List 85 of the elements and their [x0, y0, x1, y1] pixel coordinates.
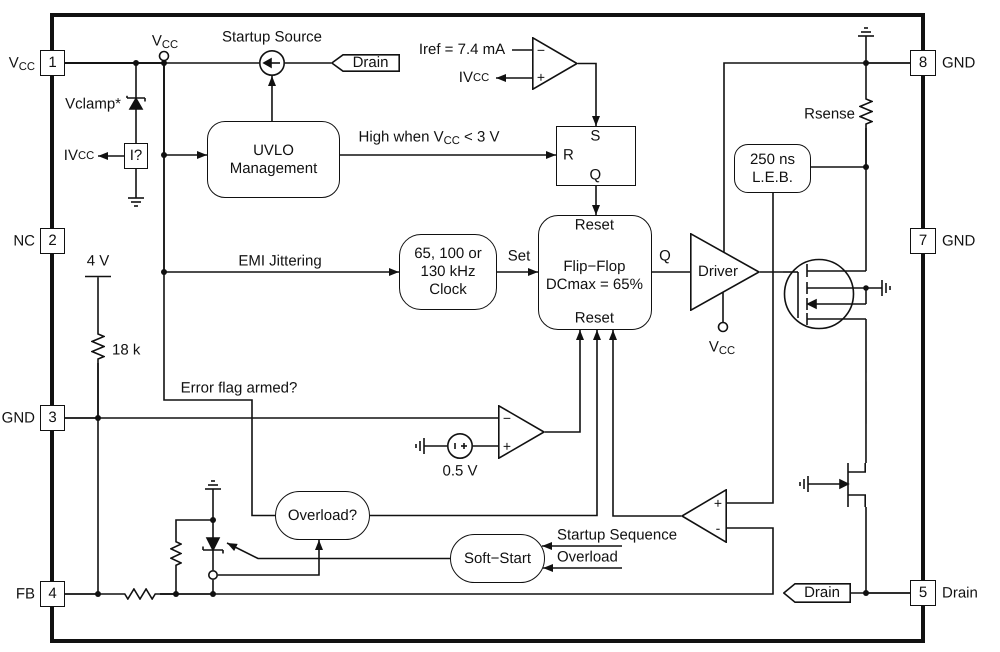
pin-box: 7	[910, 228, 936, 254]
wire	[65, 417, 498, 419]
arrow	[497, 268, 538, 276]
wire	[212, 556, 214, 570]
input-sign: −	[536, 42, 546, 58]
wire	[97, 277, 99, 330]
component-label: 18 k	[112, 341, 140, 359]
arrow	[545, 330, 584, 433]
arrow	[543, 564, 622, 572]
port-label: S	[590, 128, 600, 146]
sense-block: I?	[124, 143, 148, 169]
component-label: Vclamp*	[65, 95, 121, 113]
wire-label: Error flag armed?	[178, 379, 300, 397]
pin-box: 1	[40, 50, 65, 76]
arrow	[609, 330, 681, 517]
component-label: 0.5 V	[442, 462, 478, 480]
wire	[865, 330, 867, 463]
arrow	[370, 330, 601, 516]
function-block: Overload?	[275, 491, 370, 540]
wire-label: Startup Sequence	[555, 526, 680, 544]
wire	[160, 527, 774, 595]
arrow	[268, 76, 276, 121]
wire	[285, 62, 331, 64]
comparator-symbol	[498, 405, 545, 459]
comparator-symbol	[681, 489, 727, 543]
wire	[175, 519, 214, 538]
port-label: Reset	[574, 310, 614, 328]
arrow	[496, 74, 532, 82]
port-label: R	[562, 146, 574, 164]
function-block: UVLO Management	[207, 121, 340, 198]
arrow	[218, 540, 323, 576]
function-block: 250 ns L.E.B.	[734, 144, 811, 193]
wire	[473, 445, 498, 447]
signal-label: Iref = 7.4 mA	[412, 41, 512, 59]
pin-name: GND	[942, 54, 976, 72]
wire	[65, 62, 275, 516]
input-sign: −	[502, 410, 512, 426]
pin-name: V$_{CC}$	[8, 54, 35, 72]
function-block: Soft−Start	[450, 534, 545, 583]
pin-name: GND	[2, 409, 35, 427]
input-sign: +	[536, 68, 546, 86]
arrow	[578, 62, 600, 126]
wire-label: Q	[657, 247, 673, 265]
input-sign: +	[502, 438, 512, 454]
input-sign: +	[714, 494, 722, 512]
arrow	[542, 542, 622, 550]
arrow	[340, 151, 556, 159]
wire	[512, 49, 532, 51]
port-tag: Drain	[331, 54, 400, 72]
pin-box: 3	[40, 405, 65, 431]
pin-box: 2	[40, 228, 65, 254]
pin-name: NC	[13, 232, 35, 250]
port-label: Q	[590, 166, 602, 184]
wire	[723, 62, 910, 252]
wire	[727, 193, 774, 504]
component-label: Rsense	[804, 105, 855, 123]
supply-label: V$_{CC}$	[152, 32, 178, 50]
arrow	[98, 152, 124, 160]
input-sign: -	[716, 520, 720, 536]
block-label: Flip−Flop DCmax = 65%	[544, 258, 644, 293]
pin-name: Drain	[942, 584, 978, 602]
wire	[135, 112, 137, 143]
pin-name: FB	[16, 585, 35, 603]
arrow	[592, 186, 600, 215]
wire	[851, 592, 910, 594]
voltage-label: 4 V	[86, 252, 110, 270]
amplifier-block: Driver	[690, 233, 760, 311]
supply-label: V$_{CC}$	[708, 338, 736, 356]
wire	[760, 271, 783, 273]
comparator-symbol	[532, 37, 578, 90]
arrow	[226, 542, 450, 560]
pin-box: 5	[910, 580, 936, 606]
wire	[865, 128, 867, 258]
port-tag: Drain	[783, 583, 851, 603]
wire-label: High when V$_{CC}$ < 3 V	[356, 128, 502, 146]
pin-name: GND	[942, 232, 976, 250]
component-label: Startup Source	[222, 28, 322, 46]
wire	[652, 271, 690, 273]
wire	[65, 593, 120, 595]
flip-flop-block	[538, 215, 652, 330]
latch-block	[556, 126, 636, 186]
pin-box: 4	[40, 581, 65, 607]
function-block: 65, 100 or 130 kHz Clock	[399, 234, 497, 310]
port-label: Reset	[574, 216, 614, 234]
pin-box: 8	[910, 50, 936, 76]
